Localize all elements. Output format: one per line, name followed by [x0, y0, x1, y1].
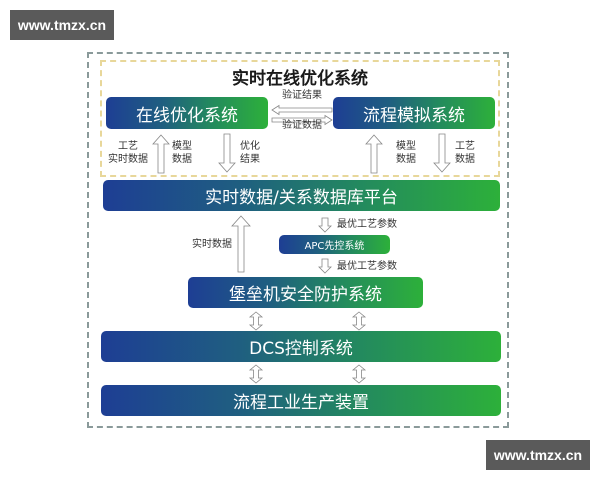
process-simulation-system-box: 流程模拟系统 — [333, 97, 495, 129]
dcs-control-system-box: DCS控制系统 — [101, 331, 501, 362]
group-title: 实时在线优化系统 — [232, 69, 368, 89]
apc-advanced-control-box: APC先控系统 — [279, 235, 390, 254]
arrow-down-icon — [318, 258, 332, 274]
verify-result-label: 验证结果 — [282, 90, 322, 101]
bidirectional-arrow-icon — [351, 364, 367, 384]
bidirectional-arrow-icon — [248, 364, 264, 384]
arrow-down-icon — [218, 133, 236, 173]
realtime-database-platform-box: 实时数据/关系数据库平台 — [103, 180, 500, 211]
optimal-params-label-1: 最优工艺参数 — [337, 219, 397, 230]
bidirectional-arrow-icon — [351, 311, 367, 331]
process-industry-plant-box: 流程工业生产装置 — [101, 385, 501, 416]
process-data-label: 工艺数据 — [455, 141, 475, 165]
optimization-result-label: 优化结果 — [240, 141, 260, 165]
arrow-up-icon — [365, 134, 383, 174]
arrow-up-icon — [152, 134, 170, 174]
bidirectional-arrow-icon — [248, 311, 264, 331]
watermark-bottom-right: www.tmzx.cn — [486, 440, 590, 470]
arrow-left-icon — [271, 104, 333, 116]
realtime-optimization-group — [100, 60, 500, 177]
box-label: 流程模拟系统 — [363, 105, 465, 126]
box-label: DCS控制系统 — [249, 339, 353, 359]
optimal-params-label-2: 最优工艺参数 — [337, 261, 397, 272]
bastion-security-system-box: 堡垒机安全防护系统 — [188, 277, 423, 308]
watermark-top-left: www.tmzx.cn — [10, 10, 114, 40]
arrow-up-icon — [231, 215, 251, 273]
online-optimization-system-box: 在线优化系统 — [106, 97, 268, 129]
model-data-label-right: 模型数据 — [396, 141, 416, 165]
box-label: 在线优化系统 — [136, 105, 238, 126]
arrow-down-icon — [318, 217, 332, 233]
process-realtime-data-label: 工艺实时数据 — [108, 141, 148, 165]
box-label: 堡垒机安全防护系统 — [229, 285, 382, 305]
box-label: 流程工业生产装置 — [233, 393, 369, 413]
verify-data-label: 验证数据 — [282, 120, 322, 131]
box-label: APC先控系统 — [304, 241, 365, 252]
realtime-data-label: 实时数据 — [192, 239, 232, 250]
box-label: 实时数据/关系数据库平台 — [205, 188, 398, 208]
arrow-right-icon — [271, 114, 333, 126]
arrow-down-icon — [433, 133, 451, 173]
model-data-label-left: 模型数据 — [172, 141, 192, 165]
outer-dashed-frame — [87, 52, 509, 428]
